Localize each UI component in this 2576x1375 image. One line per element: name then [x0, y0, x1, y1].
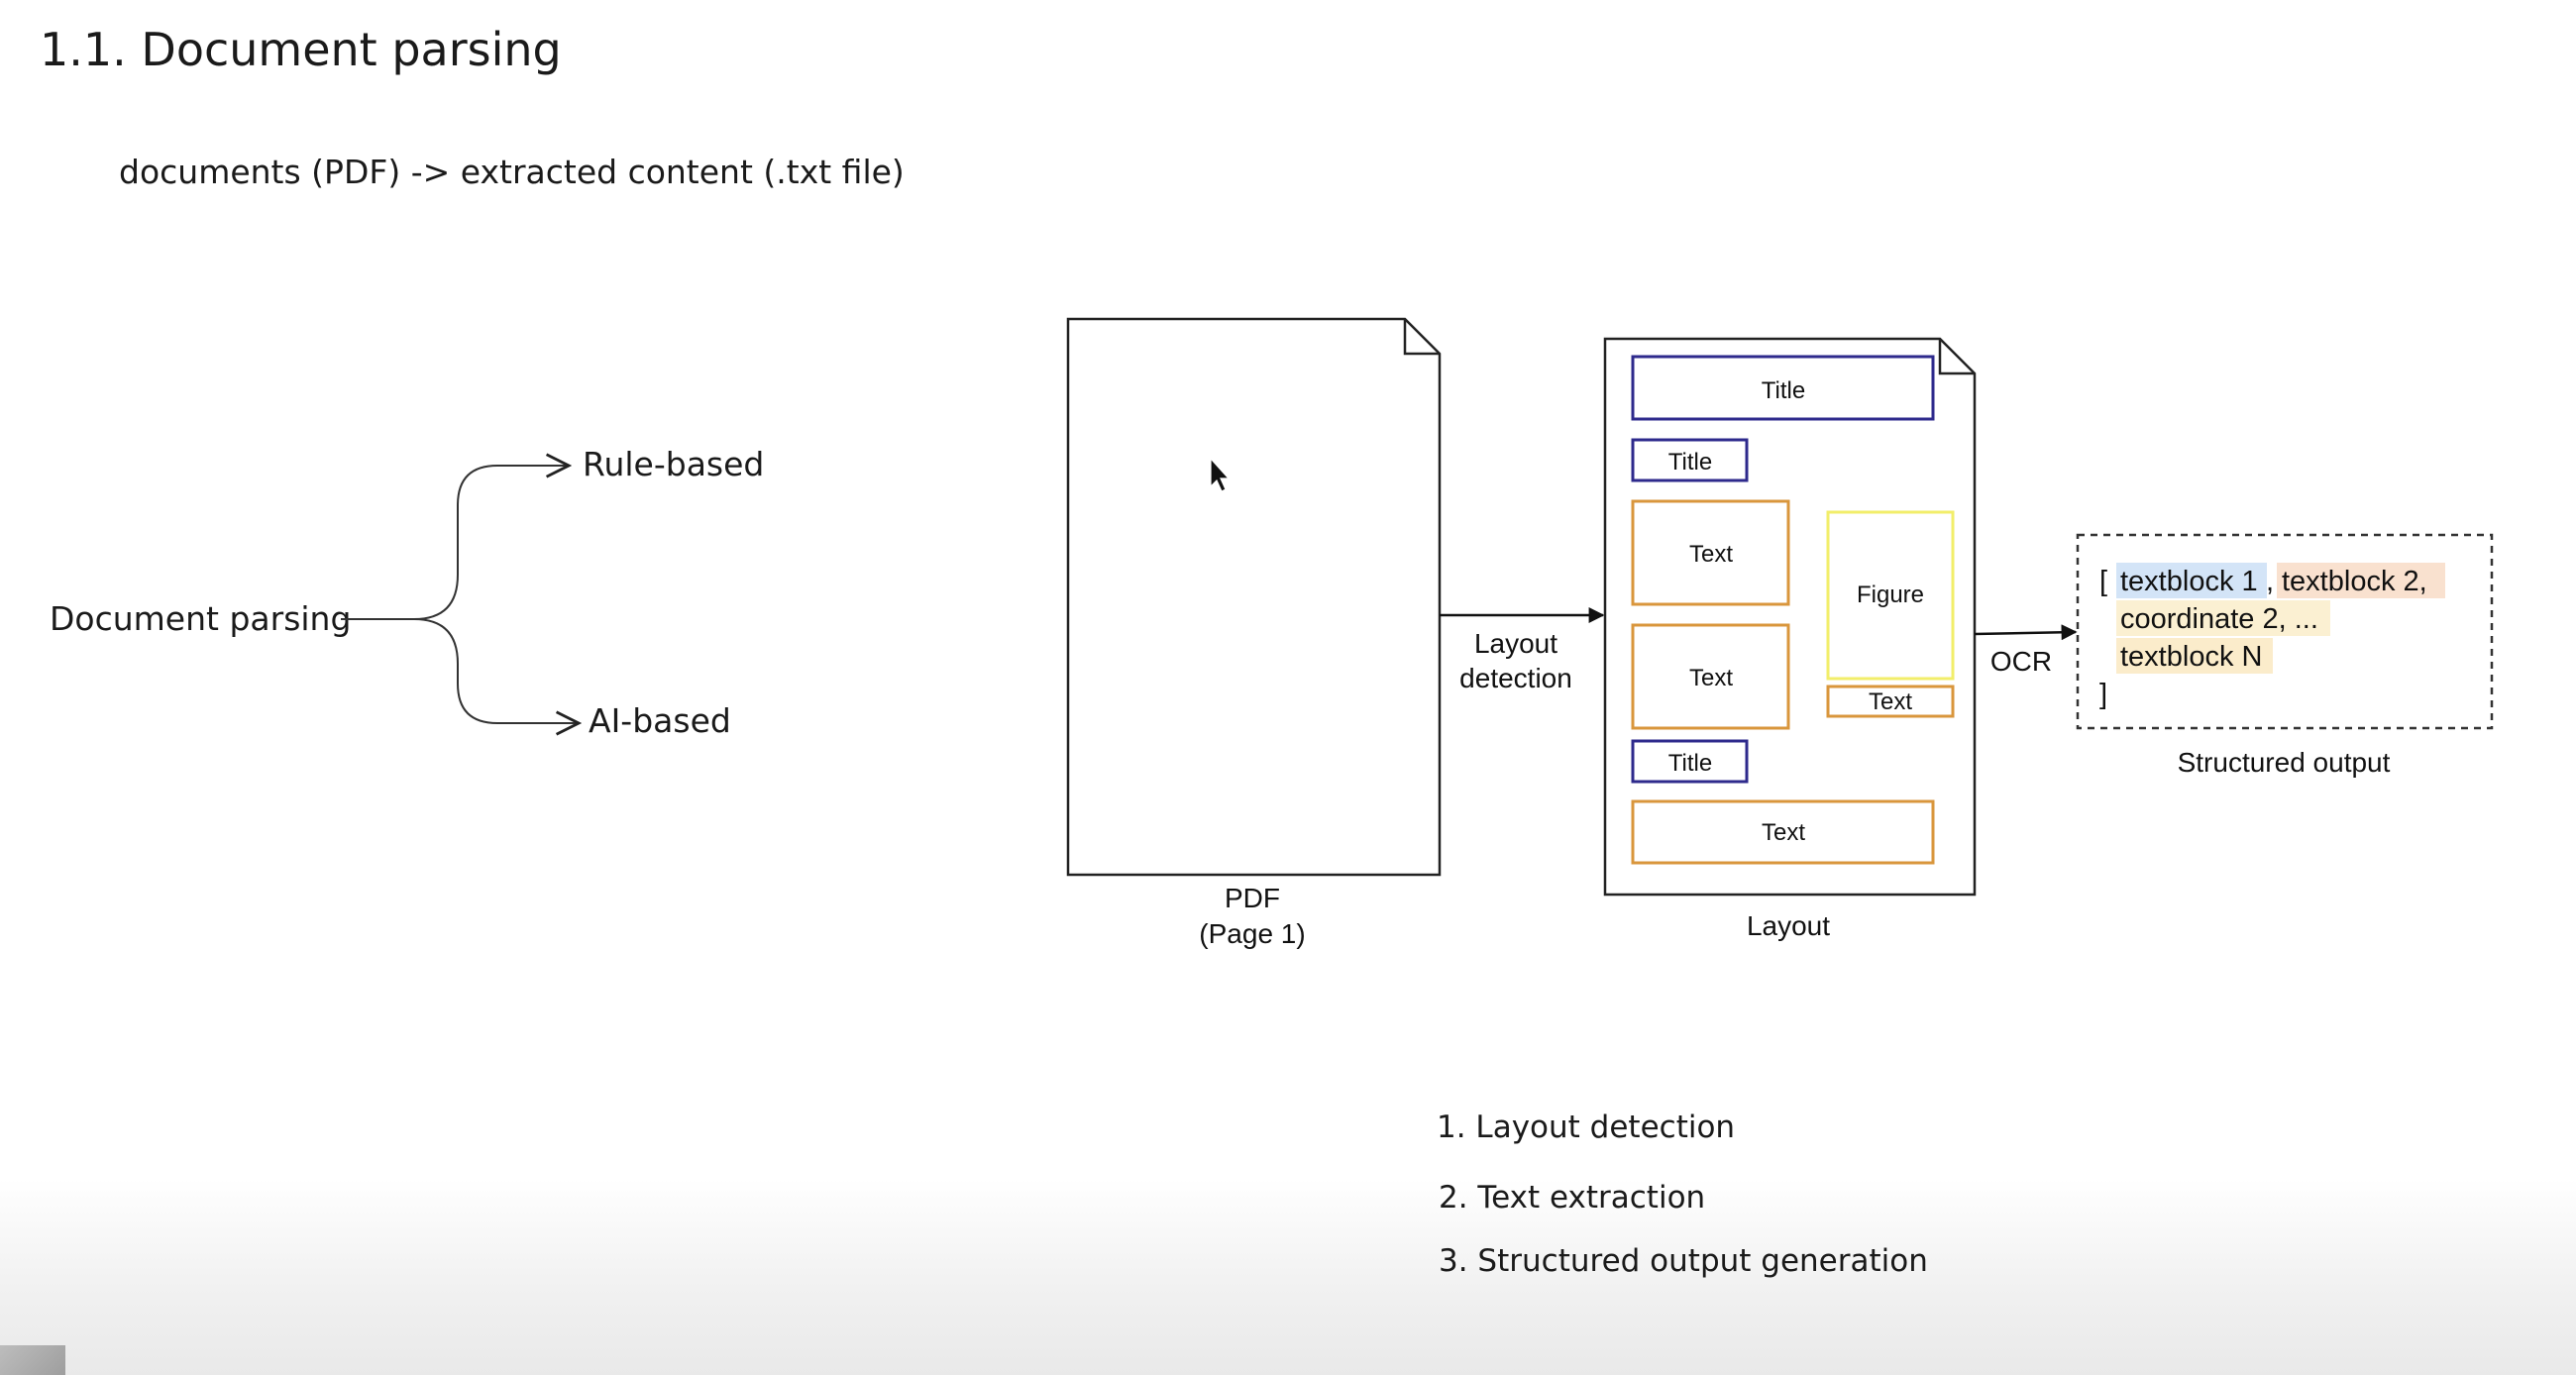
arrow-label-line1: Layout: [1474, 628, 1557, 659]
layout-block-title-bottom: [1631, 739, 1749, 784]
pdf-page: [1066, 317, 1442, 877]
structured-output-box: [ textblock 1 , textblock 2, coordinate …: [2076, 533, 2494, 730]
structured-output-border: [2076, 533, 2494, 730]
layout-block-text-wide: [1631, 799, 1935, 865]
highlight-block1: [2116, 563, 2267, 598]
layout-block-text-1: [1631, 499, 1790, 606]
layout-block-title-small: [1631, 438, 1749, 482]
branch-arrow-lower: [413, 618, 579, 723]
step-item: 2. Text extraction: [1439, 1180, 1705, 1216]
layout-block-figure-label: Figure: [1857, 582, 1924, 608]
pdf-caption-line2: (Page 1): [1199, 918, 1305, 949]
video-thumbnail-corner: [0, 1345, 65, 1375]
layout-block-title-small-label: Title: [1668, 449, 1712, 476]
arrow-label-line2: detection: [1459, 663, 1572, 693]
layout-block-text-1-label: Text: [1689, 541, 1733, 568]
pdf-page-outline: [1066, 317, 1442, 877]
mindmap: Document parsing Rule-based AI-based: [50, 445, 764, 740]
output-sep1: ,: [2266, 566, 2274, 597]
output-close-bracket: ]: [2099, 679, 2107, 710]
highlight-block-n: [2116, 638, 2273, 674]
branch-ai-based: AI-based: [589, 701, 731, 740]
step-item: 3. Structured output generation: [1439, 1243, 1928, 1279]
layout-page-fold: [1938, 339, 1975, 375]
output-block-n: textblock N: [2120, 641, 2262, 673]
mindmap-root: Document parsing: [50, 599, 351, 638]
layout-block-title-bottom-label: Title: [1668, 750, 1712, 777]
branch-rule-based: Rule-based: [583, 445, 764, 483]
output-line2: coordinate 2, ...: [2120, 603, 2318, 635]
arrow-ocr-label: OCR: [1990, 646, 2052, 677]
layout-block-text-2: [1631, 623, 1790, 730]
layout-block-title-wide: [1631, 355, 1935, 421]
pdf-page-fold: [1403, 319, 1440, 356]
layout-block-figure: [1826, 510, 1955, 681]
slide-title: 1.1. Document parsing: [40, 23, 562, 76]
steps-list: 1. Layout detection 2. Text extraction 3…: [1437, 1110, 1928, 1279]
highlight-line2: [2116, 600, 2330, 636]
slide-subtitle: documents (PDF) -> extracted content (.t…: [119, 153, 905, 191]
layout-block-title-wide-label: Title: [1762, 377, 1805, 404]
layout-page-outline: [1603, 337, 1977, 897]
output-block2: textblock 2,: [2282, 566, 2427, 597]
mouse-cursor-icon: [1210, 457, 1231, 492]
layout-block-figure-text-label: Text: [1869, 688, 1912, 715]
output-block1: textblock 1: [2120, 566, 2258, 597]
structured-output-caption: Structured output: [2178, 747, 2391, 778]
layout-block-text-wide-label: Text: [1762, 819, 1805, 846]
layout-block-figure-text: [1826, 685, 1955, 718]
layout-block-text-2-label: Text: [1689, 665, 1733, 691]
pdf-caption-line1: PDF: [1225, 883, 1280, 913]
step-item: 1. Layout detection: [1437, 1110, 1735, 1145]
arrow-ocr: [1974, 624, 2078, 641]
layout-caption: Layout: [1747, 910, 1830, 941]
layout-page: Title Title Text Text Figure Text Title …: [1603, 337, 1977, 897]
output-open-bracket: [: [2099, 566, 2107, 597]
highlight-block2: [2277, 563, 2445, 598]
branch-arrow-upper: [341, 466, 569, 620]
